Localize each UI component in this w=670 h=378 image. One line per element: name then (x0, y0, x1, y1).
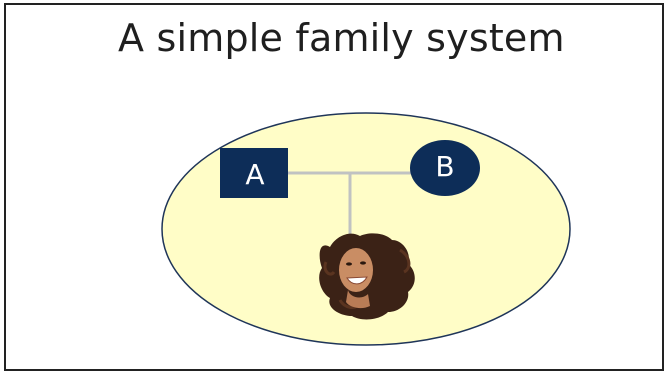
page-title: A simple family system (118, 16, 565, 60)
node-a-label: A (245, 158, 265, 191)
node-b-label: B (435, 150, 455, 183)
child-portrait-icon (319, 233, 415, 320)
node-b-circle (410, 140, 480, 196)
node-a-square (220, 148, 288, 198)
